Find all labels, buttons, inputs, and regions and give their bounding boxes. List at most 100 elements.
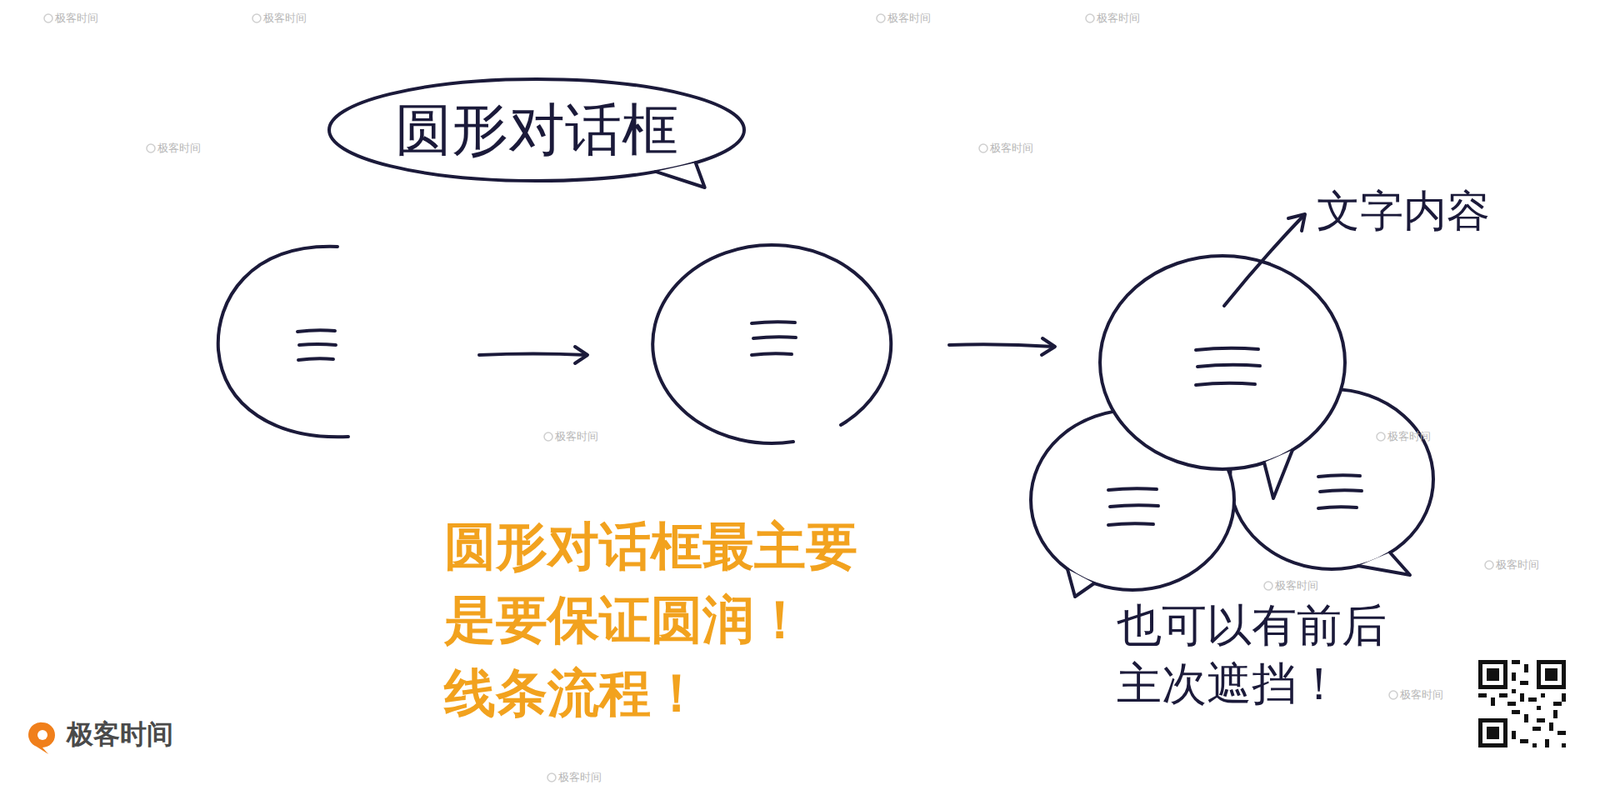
bubble-title: 圆形对话框 <box>395 99 679 162</box>
arrow-head <box>1041 338 1055 355</box>
qr-module <box>1536 705 1541 710</box>
logo-dot <box>37 730 48 740</box>
qr-module <box>1511 730 1516 740</box>
text-lines <box>753 336 796 339</box>
bubble-tail <box>655 162 705 188</box>
qr-module <box>1532 743 1537 748</box>
bubble-tail <box>1067 569 1095 597</box>
qr-module <box>1536 718 1545 723</box>
watermark: 极客时间 <box>1096 11 1140 25</box>
watermark-icon <box>252 14 261 23</box>
leader-arrow <box>1224 214 1305 306</box>
qr-module <box>1553 701 1562 706</box>
qr-module <box>1545 739 1550 748</box>
qr-module <box>1520 693 1525 702</box>
front-bubble <box>1100 255 1345 470</box>
qr-finder <box>1545 668 1558 681</box>
qr-module <box>1540 693 1545 698</box>
text-lines <box>297 330 335 332</box>
watermark-icon <box>1264 581 1273 590</box>
watermark: 极客时间 <box>887 11 931 25</box>
text-lines <box>1108 488 1157 490</box>
arrow-head <box>1288 214 1305 231</box>
qr-module <box>1528 697 1537 702</box>
bubble-ellipse <box>329 79 745 181</box>
arrow-head <box>575 346 588 364</box>
watermark: 极客时间 <box>555 430 599 444</box>
watermark: 极客时间 <box>55 11 99 25</box>
watermark-icon <box>44 14 53 23</box>
bubble-tail <box>1358 552 1410 575</box>
text-lines <box>1195 348 1259 350</box>
watermark: 极客时间 <box>1400 688 1444 702</box>
text-lines <box>298 358 334 360</box>
qr-code <box>1475 656 1570 751</box>
qr-finder <box>1478 660 1508 690</box>
qr-finder <box>1486 668 1500 681</box>
watermark-icon <box>876 14 885 23</box>
text-lines <box>1320 490 1362 492</box>
watermark-icon <box>1085 14 1095 23</box>
qr-module <box>1511 710 1520 715</box>
qr-finder <box>1482 722 1504 744</box>
text-lines <box>751 353 792 355</box>
speech-bubble: 圆形对话框 <box>326 76 747 184</box>
watermark: 极客时间 <box>990 141 1034 155</box>
qr-finder <box>1486 726 1500 740</box>
qr-finder <box>1478 718 1508 748</box>
qr-module <box>1561 743 1566 748</box>
qr-module <box>1561 693 1566 702</box>
qr-module <box>1499 693 1508 698</box>
watermark-icon <box>979 144 988 153</box>
watermark-icon <box>1389 690 1398 700</box>
watermark: 极客时间 <box>1387 430 1431 444</box>
bubble-tail <box>1264 450 1293 499</box>
text-lines <box>1108 523 1154 525</box>
qr-finder <box>1536 660 1566 690</box>
logo-pin <box>28 722 55 755</box>
text-lines <box>1318 475 1360 477</box>
watermark: 极客时间 <box>558 770 602 785</box>
gap-circle <box>652 245 891 444</box>
qr-module <box>1478 693 1487 698</box>
watermark-icon <box>1376 432 1385 441</box>
flow-arrow <box>949 344 1055 347</box>
annotation: 文字内容 <box>1316 185 1490 237</box>
qr-module <box>1520 680 1529 685</box>
qr-module <box>1511 689 1516 694</box>
flow-arrow <box>479 354 587 356</box>
watermark-icon <box>1485 560 1494 570</box>
watermark-icon <box>146 144 155 153</box>
watermark-icon <box>544 432 553 441</box>
qr-finder <box>1482 664 1504 685</box>
bubble-cluster <box>1030 255 1434 597</box>
qr-finder <box>1540 664 1562 685</box>
watermark: 极客时间 <box>1275 579 1319 593</box>
text-lines <box>1110 505 1159 507</box>
watermark-icons <box>44 14 1494 782</box>
qr-module <box>1532 726 1541 731</box>
watermark: 极客时间 <box>157 141 201 155</box>
qr-module <box>1557 730 1566 735</box>
open-arc <box>218 246 349 437</box>
logo-text: 极客时间 <box>66 718 174 750</box>
note: 也可以有前后 主次遮挡！ <box>1116 596 1387 714</box>
qr-module <box>1520 739 1529 744</box>
watermark: 极客时间 <box>263 11 307 25</box>
qr-module <box>1524 664 1529 673</box>
text-lines <box>299 344 336 345</box>
text-lines <box>1195 383 1255 385</box>
qr-ground <box>1475 656 1570 751</box>
orange-note: 圆形对话框最主要 是要保证圆润！ 线条流程！ <box>444 510 858 730</box>
text-lines <box>1197 365 1260 367</box>
logo-icon <box>28 722 55 755</box>
qr-module <box>1524 714 1529 723</box>
bubble-sketch <box>218 245 1055 444</box>
qr-module <box>1511 660 1520 665</box>
qr-module <box>1549 722 1554 731</box>
watermark-icon <box>547 773 556 782</box>
qr-module <box>1490 697 1495 706</box>
